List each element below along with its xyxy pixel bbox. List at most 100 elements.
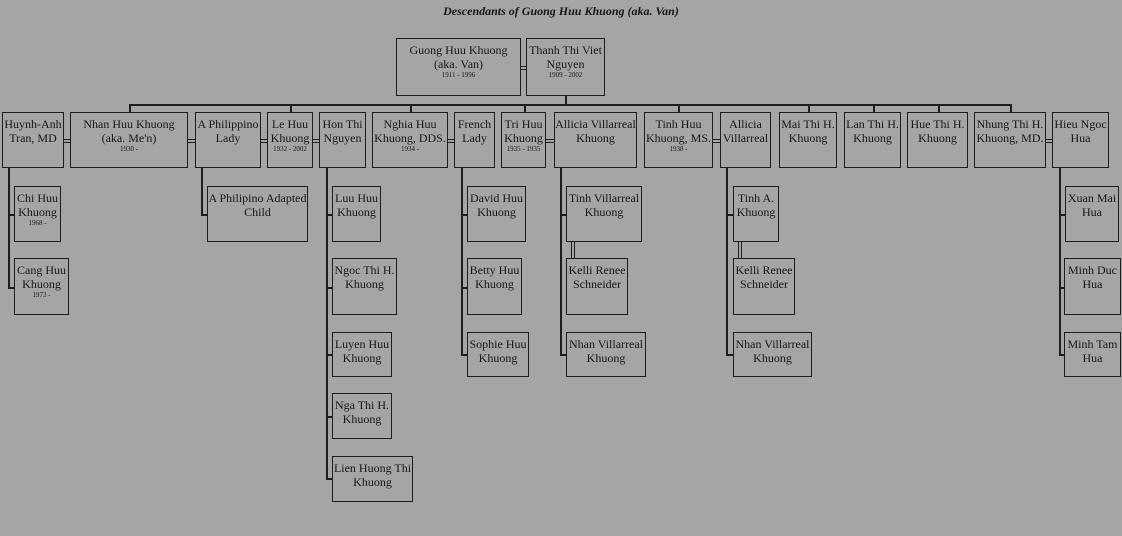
person-name: Minh Duc Hua [1068, 263, 1117, 291]
person-box[interactable]: Lan Thi H. Khuong [844, 112, 901, 168]
person-box[interactable]: Minh Duc Hua [1064, 258, 1121, 315]
person-box[interactable]: Xuan Mai Hua [1065, 186, 1119, 242]
person-name: Lien Huong Thi Khuong [333, 461, 412, 489]
person-box[interactable]: Nhan Villarreal Khuong [566, 332, 646, 377]
person-name: A Philippino Lady [197, 117, 259, 145]
person-box[interactable]: Hieu Ngoc Hua [1052, 112, 1109, 168]
child-tick [560, 214, 566, 216]
person-box[interactable]: Nhung Thi H. Khuong, MD. [974, 112, 1046, 168]
person-box[interactable]: Nghia Huu Khuong, DDS.1934 - [372, 112, 448, 168]
person-box[interactable]: Thanh Thi Viet Nguyen 1909 - 2002 [526, 38, 605, 96]
descent-line [524, 104, 526, 112]
person-box[interactable]: Nga Thi H. Khuong [332, 393, 392, 439]
person-box[interactable]: Kelli Renee Schneider [566, 258, 628, 315]
person-dates: 1934 - [400, 145, 420, 153]
marriage-connector [64, 139, 70, 143]
person-box[interactable]: Guong Huu Khuong (aka. Van) 1911 - 1996 [396, 38, 521, 96]
person-box[interactable]: Luyen Huu Khuong [332, 332, 392, 377]
child-tick [461, 287, 467, 289]
person-dates: 1935 - 1935 [506, 145, 541, 153]
person-box[interactable]: Sophie Huu Khuong [467, 332, 529, 377]
person-name: Hue Thi H. Khuong [910, 117, 965, 145]
marriage-connector [313, 139, 319, 143]
person-box[interactable]: Mai Thi H. Khuong [779, 112, 837, 168]
person-dates: 1911 - 1996 [441, 71, 476, 79]
child-tick [461, 214, 467, 216]
descent-line [678, 104, 680, 112]
person-box[interactable]: Ngoc Thi H. Khuong [332, 258, 397, 315]
person-box[interactable]: Tinh Huu Khuong, MS.1938 - [644, 112, 713, 168]
person-name: Tinh Villarreal Khuong [568, 191, 640, 219]
descent-line [290, 104, 292, 112]
child-tick [1059, 354, 1064, 356]
person-dates: 1930 - [119, 145, 139, 153]
person-box[interactable]: Luu Huu Khuong [332, 186, 381, 242]
person-box[interactable]: Allicia Villarreal Khuong [554, 112, 637, 168]
person-box[interactable]: Betty Huu Khuong [467, 258, 522, 315]
person-name: Sophie Huu Khuong [469, 337, 527, 365]
person-name: Nga Thi H. Khuong [334, 398, 390, 426]
person-name: Minh Tam Hua [1067, 337, 1118, 365]
person-name: Allicia Villarreal [722, 117, 769, 145]
person-dates: 1968 - [28, 219, 47, 227]
person-dates: 1909 - 2002 [548, 71, 583, 79]
person-box[interactable]: Nhan Huu Khuong (aka. Me'n)1930 - [70, 112, 188, 168]
person-box[interactable]: Tinh Villarreal Khuong [566, 186, 642, 242]
person-name: Ngoc Thi H. Khuong [334, 263, 395, 291]
descent-line [410, 104, 412, 112]
marriage-connector [188, 139, 195, 143]
person-name: Tinh A. Khuong [736, 191, 776, 219]
person-box[interactable]: David Huu Khuong [467, 186, 526, 242]
person-name: Betty Huu Khuong [469, 263, 520, 291]
child-tick [326, 354, 332, 356]
person-box[interactable]: A Philipino Adapted Child [207, 186, 308, 242]
person-name: French Lady [457, 117, 492, 145]
descent-line [938, 104, 940, 112]
person-box[interactable]: French Lady [454, 112, 495, 168]
person-name: Luu Huu Khuong [335, 191, 378, 219]
child-tick [201, 214, 207, 216]
person-box[interactable]: Hon Thi Nguyen [319, 112, 366, 168]
person-name: Tinh Huu Khuong, MS. [645, 117, 711, 145]
person-name: Allicia Villarreal Khuong [555, 117, 636, 145]
marriage-connector [546, 139, 554, 143]
person-name: Nhan Villarreal Khuong [735, 337, 810, 365]
child-tick [326, 287, 332, 289]
marriage-connector [738, 242, 742, 258]
person-box[interactable]: Tinh A. Khuong [733, 186, 779, 242]
person-name: Nghia Huu Khuong, DDS. [374, 117, 446, 145]
person-name: Hon Thi Nguyen [322, 117, 363, 145]
descent-line [1059, 168, 1061, 355]
person-name: Nhan Villarreal Khuong [568, 337, 644, 365]
person-box[interactable]: Hue Thi H. Khuong [907, 112, 968, 168]
descent-line [326, 168, 328, 479]
child-tick [326, 478, 332, 480]
sibling-line [129, 104, 1011, 106]
person-box[interactable]: Lien Huong Thi Khuong [332, 456, 413, 502]
person-box[interactable]: Kelli Renee Schneider [733, 258, 795, 315]
descent-line [461, 168, 463, 355]
person-name: Chi Huu Khuong [16, 191, 58, 219]
person-name: Huynh-Anh Tran, MD [4, 117, 62, 145]
chart-title: Descendants of Guong Huu Khuong (aka. Va… [443, 4, 679, 18]
child-tick [1059, 287, 1064, 289]
descent-line [873, 104, 875, 112]
descent-line [1010, 104, 1012, 112]
person-box[interactable]: A Philippino Lady [195, 112, 261, 168]
person-box[interactable]: Allicia Villarreal [720, 112, 771, 168]
person-box[interactable]: Minh Tam Hua [1064, 332, 1121, 377]
marriage-connector [521, 66, 526, 70]
person-name: Mai Thi H. Khuong [781, 117, 835, 145]
person-box[interactable]: Huynh-Anh Tran, MD [2, 112, 64, 168]
person-name: Lan Thi H. Khuong [846, 117, 899, 145]
person-box[interactable]: Nhan Villarreal Khuong [733, 332, 812, 377]
child-tick [461, 354, 467, 356]
child-tick [560, 354, 566, 356]
marriage-connector [713, 139, 720, 143]
person-name: A Philipino Adapted Child [208, 191, 307, 219]
person-dates: 1932 - 2002 [273, 145, 307, 153]
